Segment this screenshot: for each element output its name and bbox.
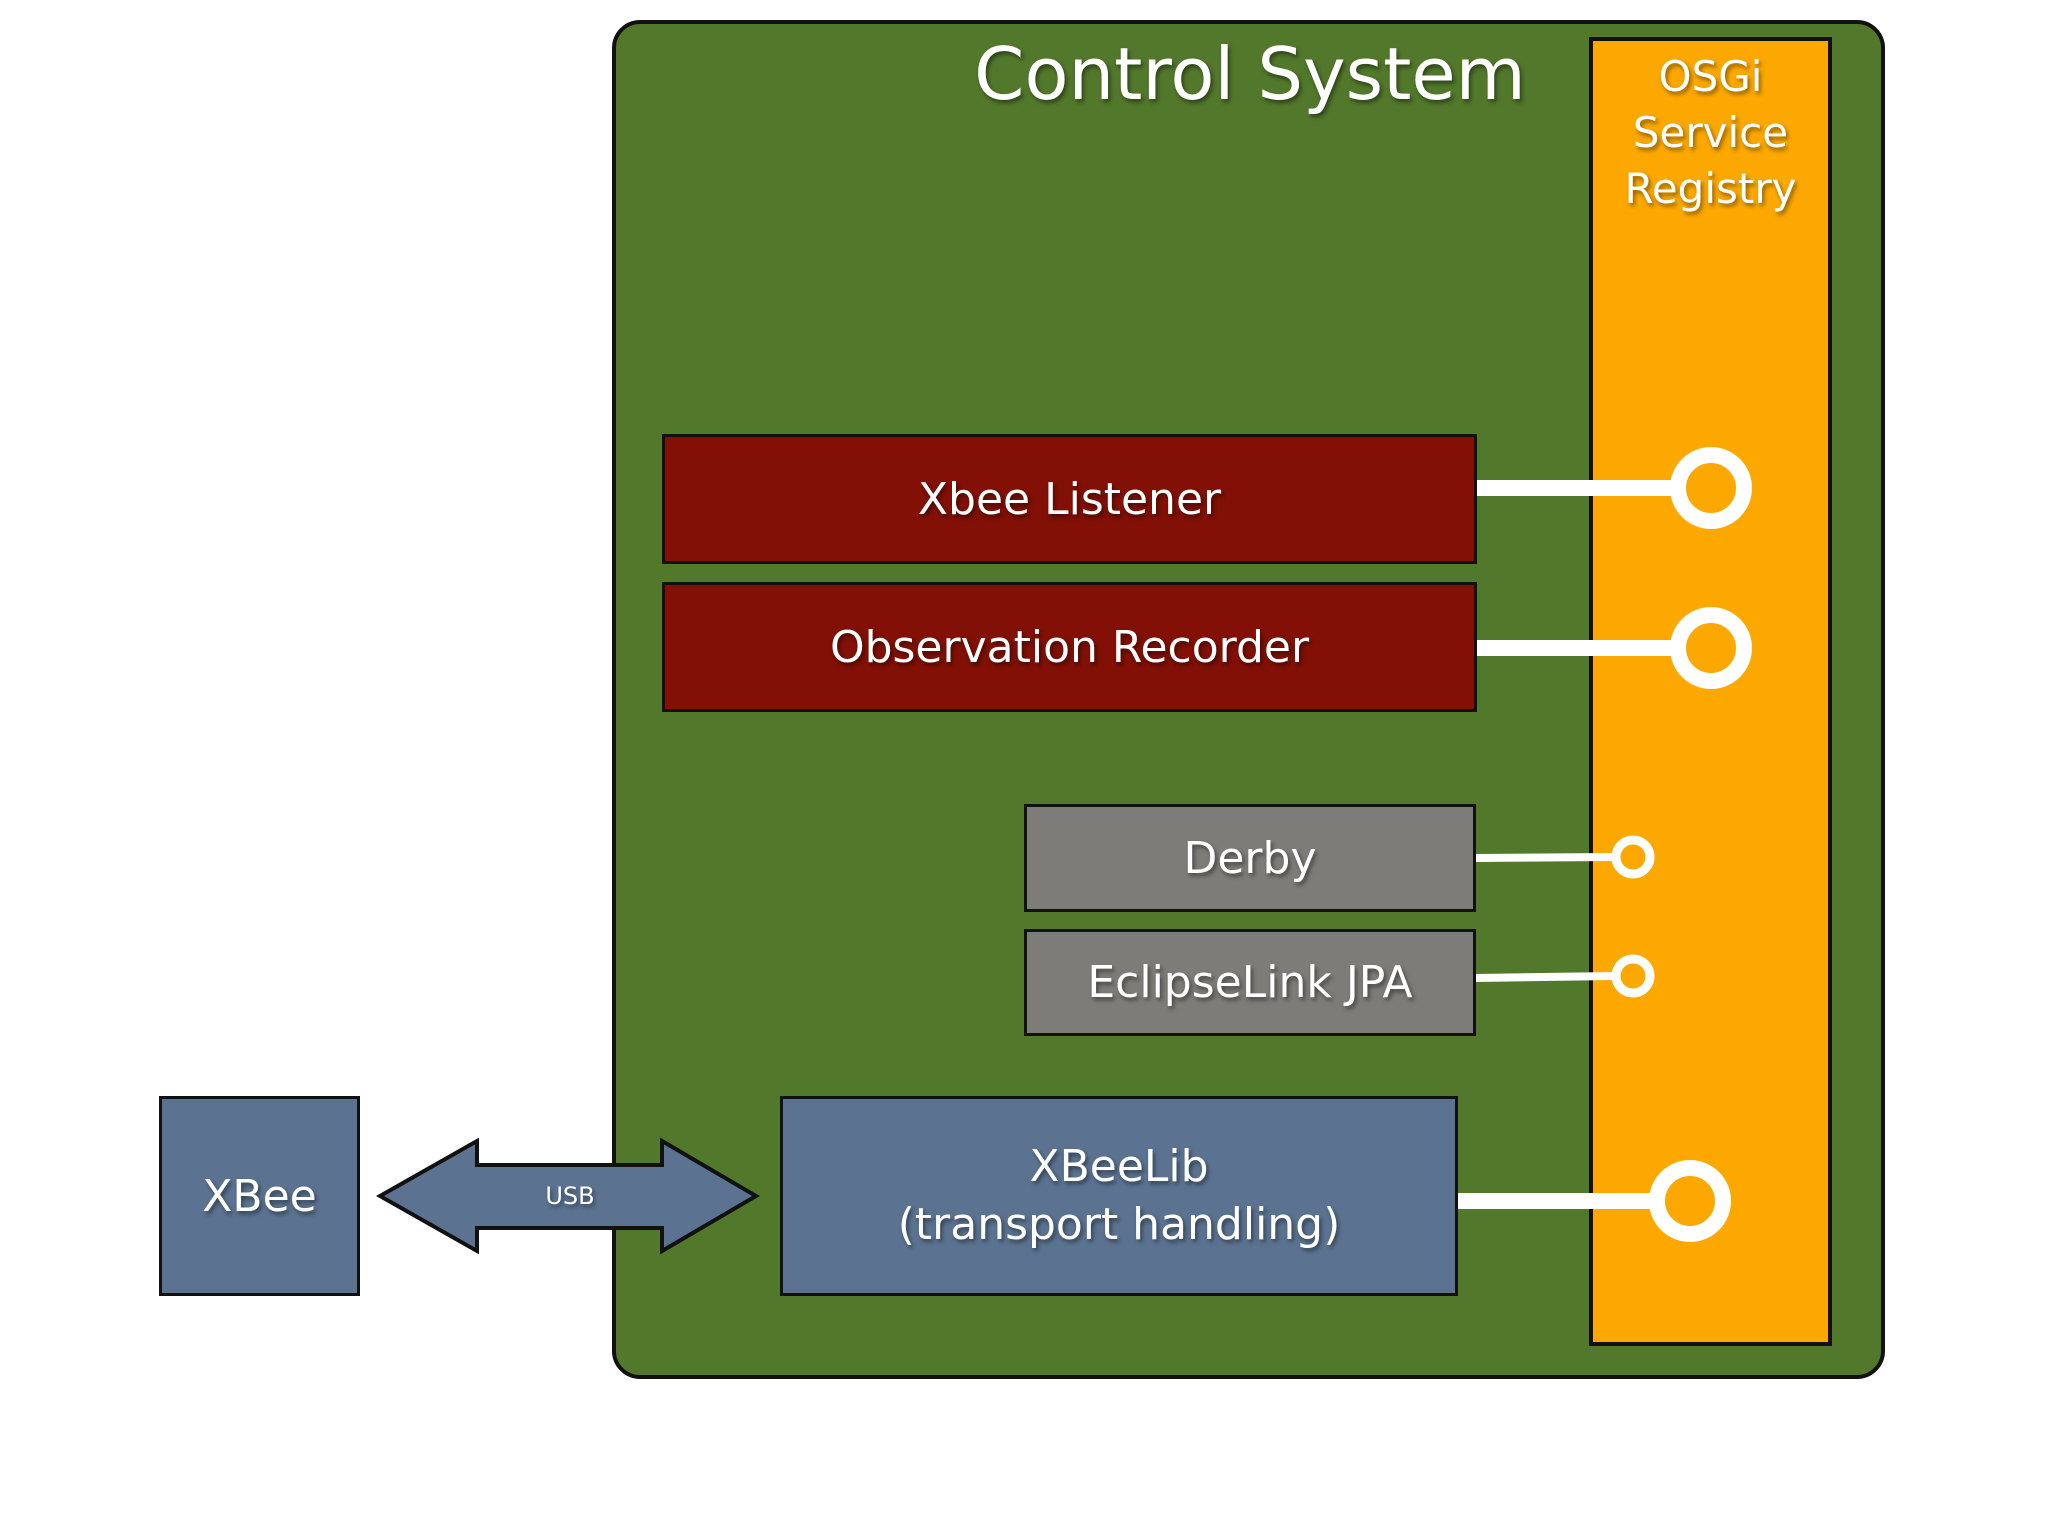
registry-line-1: OSGi [1658, 52, 1763, 101]
control-system-title: Control System [974, 32, 1526, 116]
registry-line-2: Service [1632, 108, 1789, 157]
registry-line-3: Registry [1624, 164, 1797, 213]
observation-recorder-box: Observation Recorder [662, 582, 1477, 712]
derby-connector [1475, 853, 1616, 862]
xbee-listener-box: Xbee Listener [662, 434, 1477, 564]
xbee-listener-service-icon [1670, 447, 1752, 529]
osgi-service-registry: OSGi Service Registry [1589, 37, 1832, 1346]
xbee-device-box: XBee [159, 1096, 360, 1296]
xbeelib-box: XBeeLib (transport handling) [780, 1096, 1458, 1296]
derby-box: Derby [1024, 804, 1476, 912]
eclipselink-service-icon [1611, 954, 1655, 998]
xbeelib-service-icon [1649, 1160, 1731, 1242]
eclipselink-connector [1475, 972, 1616, 982]
eclipselink-jpa-box: EclipseLink JPA [1024, 929, 1476, 1036]
usb-double-arrow-icon [375, 1137, 760, 1255]
observation-recorder-service-icon [1670, 607, 1752, 689]
usb-label: USB [545, 1182, 595, 1210]
xbeelib-title: XBeeLib [1029, 1141, 1209, 1192]
derby-service-icon [1611, 835, 1655, 879]
xbeelib-subtitle: (transport handling) [897, 1199, 1341, 1250]
